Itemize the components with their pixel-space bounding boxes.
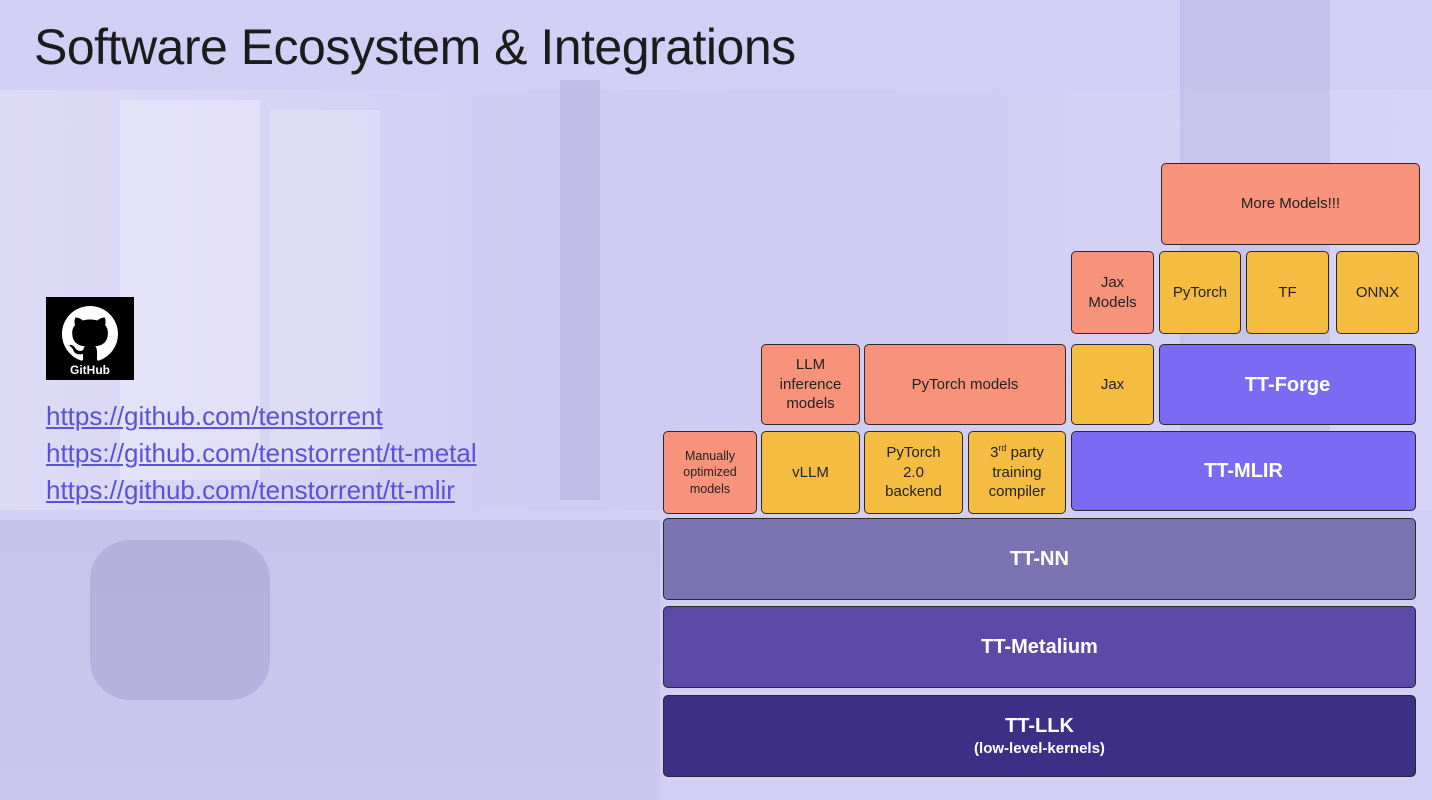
third-party-training-compiler-block: 3rd party training compiler (968, 431, 1066, 514)
tt-llk-label: TT-LLK (1005, 715, 1074, 738)
tt-llk-sublabel: (low-level-kernels) (974, 740, 1105, 758)
github-octocat-icon (62, 306, 118, 361)
llm-inference-models-block: LLM inference models (761, 344, 860, 425)
tf-block: TF (1246, 251, 1329, 334)
tt-forge-block: TT-Forge (1159, 344, 1416, 425)
github-logo-text: GitHub (70, 363, 110, 377)
tt-llk-block: TT-LLK (low-level-kernels) (663, 695, 1416, 777)
jax-block: Jax (1071, 344, 1154, 425)
tt-metalium-block: TT-Metalium (663, 606, 1416, 688)
slide-title: Software Ecosystem & Integrations (34, 19, 796, 75)
onnx-block: ONNX (1336, 251, 1419, 334)
tt-nn-block: TT-NN (663, 518, 1416, 600)
github-links: https://github.com/tenstorrent https://g… (46, 398, 477, 509)
link-tenstorrent[interactable]: https://github.com/tenstorrent (46, 401, 383, 431)
pytorch-models-block: PyTorch models (864, 344, 1066, 425)
third-party-label: 3rd party training compiler (988, 443, 1046, 501)
more-models-block: More Models!!! (1161, 163, 1420, 245)
link-tt-mlir[interactable]: https://github.com/tenstorrent/tt-mlir (46, 475, 455, 505)
pytorch-2-backend-block: PyTorch 2.0 backend (864, 431, 963, 514)
link-tt-metal[interactable]: https://github.com/tenstorrent/tt-metal (46, 438, 477, 468)
tt-mlir-block: TT-MLIR (1071, 431, 1416, 511)
jax-models-block: Jax Models (1071, 251, 1154, 334)
vllm-block: vLLM (761, 431, 860, 514)
manually-optimized-models-block: Manually optimized models (663, 431, 757, 514)
github-logo: GitHub (46, 297, 134, 380)
pytorch-block: PyTorch (1159, 251, 1241, 334)
